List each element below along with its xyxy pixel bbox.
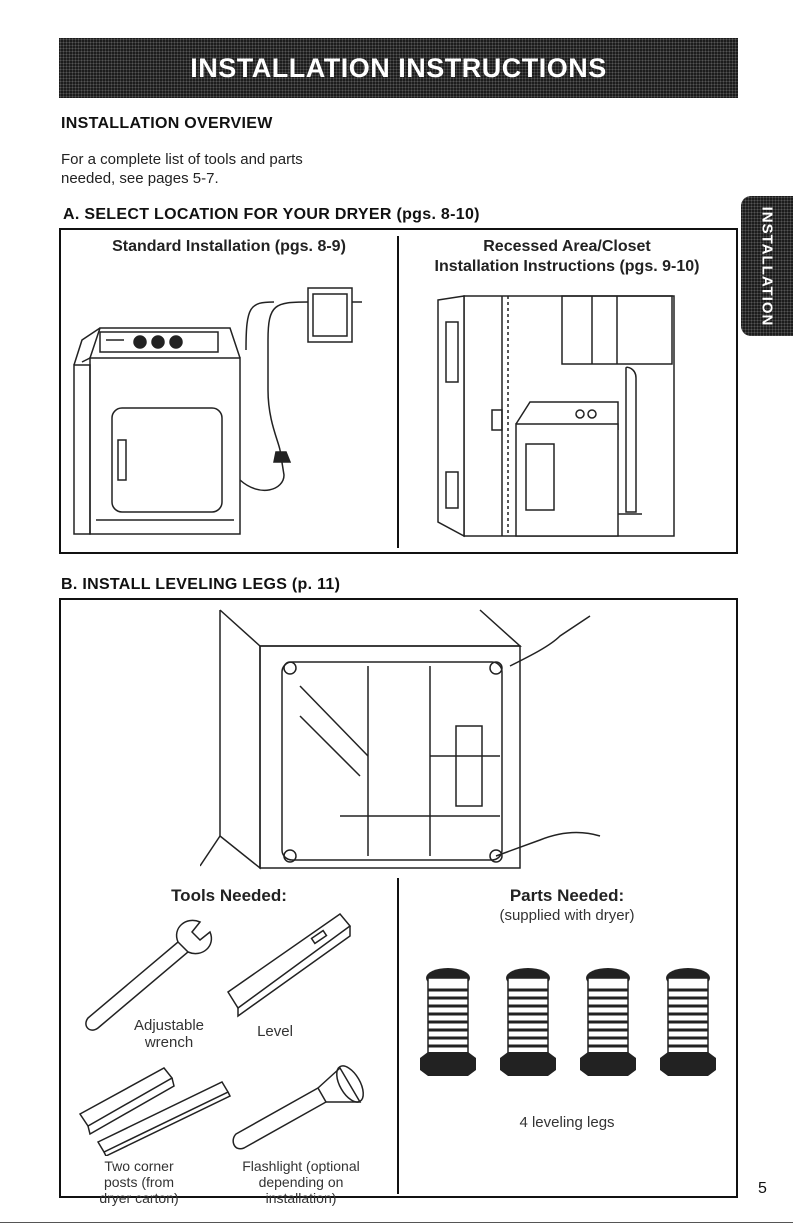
overview-heading: INSTALLATION OVERVIEW <box>61 115 273 132</box>
section-a-divider <box>397 236 399 548</box>
page-bottom-rule <box>0 1222 793 1223</box>
tool-wrench-label-2: wrench <box>144 1034 194 1051</box>
standard-installation-label: Standard Installation (pgs. 8-9) <box>112 238 346 255</box>
page-number: 5 <box>758 1180 767 1197</box>
section-b-divider <box>397 878 399 1194</box>
tools-needed-heading: Tools Needed: <box>171 886 287 905</box>
leveling-legs-illustration <box>200 609 601 870</box>
tool-wrench-label-1: Adjustable <box>133 1017 205 1034</box>
tool-flashlight-label-3: installation) <box>265 1190 337 1206</box>
leveling-legs-icon <box>418 966 718 1078</box>
recessed-closet-illustration <box>437 295 675 538</box>
overview-line-2: needed, see pages 5-7. <box>61 170 219 187</box>
tool-posts-label-3: dryer carton) <box>99 1190 179 1206</box>
tool-flashlight-label-2: depending on <box>258 1174 344 1190</box>
page-title: INSTALLATION INSTRUCTIONS <box>190 52 607 83</box>
section-b-heading: B. INSTALL LEVELING LEGS (p. 11) <box>61 576 341 593</box>
parts-needed-subheading: (supplied with dryer) <box>499 907 635 924</box>
section-a-box <box>59 228 738 554</box>
tool-flashlight-label-1: Flashlight (optional <box>242 1158 360 1174</box>
side-tab: INSTALLATION <box>741 196 793 336</box>
side-tab-label: INSTALLATION <box>758 206 776 326</box>
tool-level-label: Level <box>257 1023 293 1040</box>
flashlight-icon <box>232 1065 364 1150</box>
recessed-installation-label-2: Installation Instructions (pgs. 9-10) <box>434 258 700 275</box>
overview-line-1: For a complete list of tools and parts <box>61 151 303 168</box>
corner-posts-icon <box>78 1067 232 1156</box>
parts-legs-label: 4 leveling legs <box>519 1114 615 1131</box>
tool-posts-label-1: Two corner <box>104 1158 174 1174</box>
level-icon <box>226 912 352 1018</box>
wrench-icon <box>85 919 213 1031</box>
section-a-heading: A. SELECT LOCATION FOR YOUR DRYER (pgs. … <box>63 206 480 223</box>
recessed-installation-label-1: Recessed Area/Closet <box>483 238 651 255</box>
section-b-box <box>59 598 738 1198</box>
tool-posts-label-2: posts (from <box>103 1174 174 1190</box>
title-banner: INSTALLATION INSTRUCTIONS <box>59 38 738 98</box>
parts-needed-heading: Parts Needed: <box>509 886 625 905</box>
standard-dryer-illustration <box>73 287 362 535</box>
